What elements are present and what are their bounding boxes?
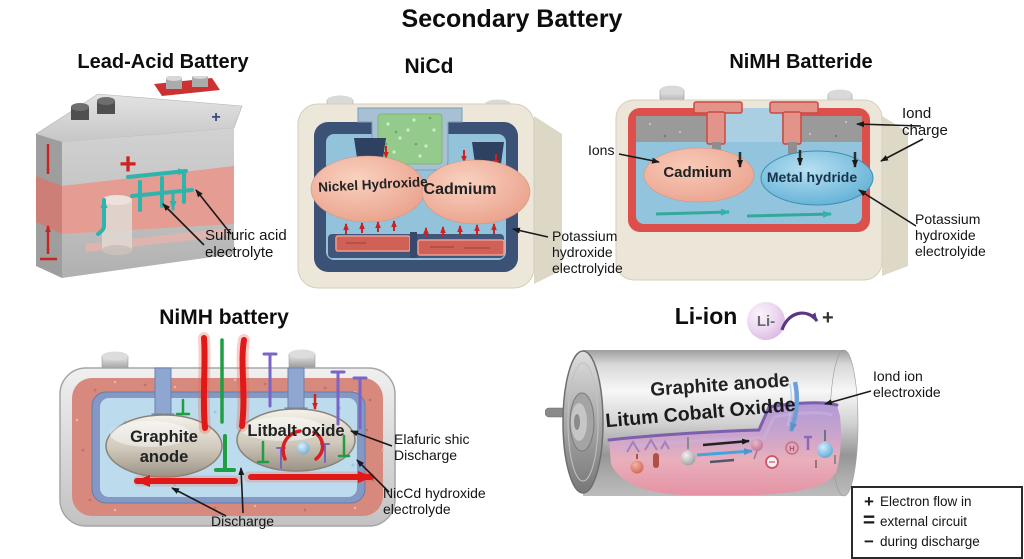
li-ion-badge-text: Li- [756,312,776,330]
nicd-electrode-right-label: Cadmium [423,181,497,198]
nicd-ion-up-arrows [343,220,497,238]
nimh-top-electrode-right-label: Metal hydride [766,169,858,185]
li-ion-badge: Li- [747,302,785,340]
heading-li-ion: Li-ion [674,303,738,329]
graphite-line1: Graphite [130,428,198,446]
nimh-battery-purple-pins [262,352,368,469]
label-sulfuric-acid: Sulfuric acid electrolyte [205,227,287,262]
nimh-battery-green-markers [175,398,351,472]
nimh-top-down-arrows [737,150,858,168]
lead-acid-red-marks [40,144,57,261]
li-ion-plus-sign: + [822,307,834,329]
legend-row-3: − during discharge [858,531,1016,553]
nicd-illustration [297,95,562,289]
equals-symbol: = [862,509,876,533]
lead-acid-top-plus: + [211,109,220,126]
legend-row-1: + Electron flow in [858,491,1016,513]
legend-text-1: Electron flow in [880,494,972,510]
label-discharge: Discharge [211,513,275,529]
label-potassium-left: Potassium hydroxide electrolyide [552,228,623,276]
label-niccd-hydroxide: NicCd hydroxide electrolyde [383,485,486,517]
nimh-battery-ion-sphere [296,441,310,455]
li-ion-h-mark: H [789,444,794,453]
li-ion-curved-arrow-icon [780,311,819,331]
legend-row-2: = external circuit [858,509,1016,533]
li-ion-illustration: H [545,349,859,497]
label-iond-charge: Iond charge [902,105,948,140]
legend-text-3: during discharge [880,533,980,549]
legend-text-2: external circuit [880,514,968,530]
nimh-battery-charge-streaks [197,332,250,434]
nicd-green-block [377,113,443,165]
lead-acid-dark-terminals [71,97,115,120]
nimh-battery-electrode-right-label: Litbalt oxide [247,422,345,440]
plus-symbol: + [864,492,874,511]
lead-acid-terminals [154,76,220,96]
heading-lead-acid: Lead-Acid Battery [77,51,249,73]
lead-acid-front-plus: + [119,148,137,181]
nimh-top-electrode-right-oval [760,150,874,206]
nimh-top-red-tabs [693,101,819,145]
label-iond-ion: Iond ion electroxide [873,368,941,400]
lead-acid-electrolyte-cylinder [102,195,132,255]
heading-nimh-batteride: NiMH Batteride [729,51,873,73]
nimh-battery-reaction-arcs [281,429,325,461]
nicd-plates [335,232,505,258]
nimh-battery-discharge-arrows [133,471,375,487]
li-ion-ion-particles: H [626,430,836,474]
legend-box: + Electron flow in = external circuit − … [851,486,1023,559]
li-ion-cathode-band [607,401,841,495]
lead-acid-teal-arrows [96,168,194,236]
nimh-batteride-illustration [615,85,908,281]
nimh-top-side-face [882,116,908,276]
heading-nimh-battery: NiMH battery [159,306,289,329]
page-title: Secondary Battery [401,5,623,33]
nimh-top-teal-arrows [655,208,832,218]
label-potassium-right: Potassium hydroxide electrolyide [915,211,986,259]
li-ion-left-cap [562,350,604,494]
nimh-top-electrode-left-oval [643,147,755,203]
nimh-top-electrode-left-label: Cadmium [663,164,732,181]
nimh-battery-electrode-left-oval [105,414,223,478]
li-ion-lithium-arrow [786,381,800,432]
nimh-battery-illustration [59,332,396,527]
label-ions: Ions [588,142,615,158]
nimh-battery-terminals [101,349,316,371]
graphite-line2: anode [139,447,189,466]
label-elafuric: Elafuric shic Discharge [394,431,470,463]
nicd-side-face [534,116,562,284]
heading-nicd: NiCd [404,55,454,78]
minus-symbol: − [864,531,874,551]
